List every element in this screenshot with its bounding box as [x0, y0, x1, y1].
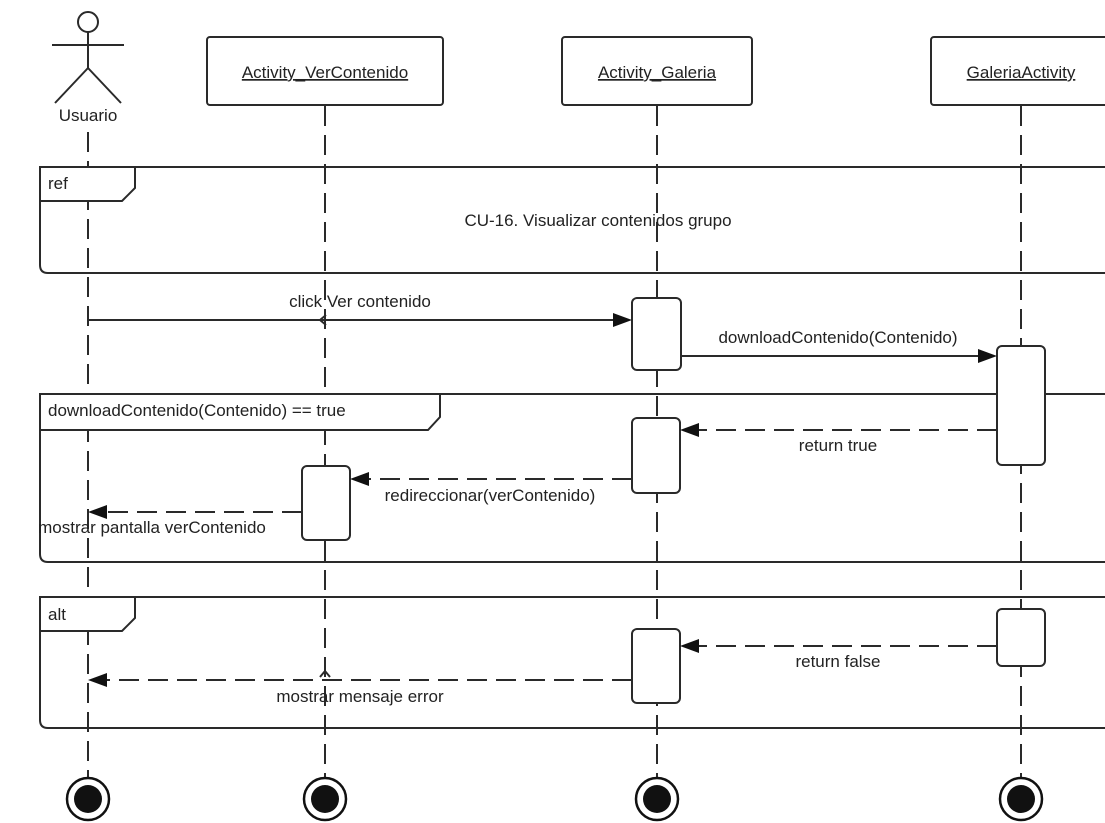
- terminator-galeriaactivity: [998, 776, 1044, 822]
- message-return-true: return true: [680, 423, 997, 455]
- message-label: return true: [799, 436, 877, 455]
- activation-bar-galeria-2: [631, 417, 681, 494]
- message-label: click Ver contenido: [289, 292, 431, 311]
- message-label: mostrar mensaje error: [276, 687, 444, 706]
- message-mostrar-mensaje-error: mostrar mensaje error: [88, 669, 632, 706]
- message-label: return false: [795, 652, 880, 671]
- message-mostrar-pantalla: mostrar pantalla verContenido: [38, 505, 302, 537]
- terminator-galeria: [634, 776, 680, 822]
- message-label: mostrar pantalla verContenido: [38, 518, 266, 537]
- alt-frame-tag: alt: [48, 605, 66, 624]
- actor-usuario: Usuario: [52, 11, 124, 125]
- participant-label: Activity_Galeria: [598, 63, 717, 82]
- activation-bar-galeriaactivity-1: [996, 345, 1046, 466]
- message-click-ver-contenido: click Ver contenido: [88, 292, 632, 327]
- message-label: downloadContenido(Contenido): [718, 328, 957, 347]
- condition-frame-tag: downloadContenido(Contenido) == true: [48, 401, 346, 420]
- message-download-contenido: downloadContenido(Contenido): [681, 328, 997, 363]
- participant-label: GaleriaActivity: [967, 63, 1076, 82]
- activation-bar-galeria-1: [631, 297, 682, 371]
- terminator-vercontenido: [302, 776, 348, 822]
- participant-activity-galeria: Activity_Galeria: [561, 36, 753, 106]
- ref-frame-text: CU-16. Visualizar contenidos grupo: [464, 211, 731, 230]
- participant-label: Activity_VerContenido: [242, 63, 408, 82]
- condition-frame: downloadContenido(Contenido) == true: [39, 393, 1105, 563]
- activation-bar-galeria-3: [631, 628, 681, 704]
- message-label: redireccionar(verContenido): [385, 486, 596, 505]
- participant-activity-vercontenido: Activity_VerContenido: [206, 36, 444, 106]
- actor-head: [77, 11, 99, 33]
- ref-frame-tag: ref: [48, 174, 68, 193]
- message-redireccionar: redireccionar(verContenido): [350, 472, 632, 505]
- message-return-false: return false: [680, 639, 997, 671]
- participant-galeriaactivity: GaleriaActivity: [930, 36, 1105, 106]
- terminator-usuario: [65, 776, 111, 822]
- activation-bar-galeriaactivity-2: [996, 608, 1046, 667]
- alt-frame: alt: [39, 596, 1105, 729]
- activation-bar-vercontenido: [301, 465, 351, 541]
- actor-label: Usuario: [59, 106, 118, 125]
- ref-frame: ref CU-16. Visualizar contenidos grupo: [39, 166, 1105, 274]
